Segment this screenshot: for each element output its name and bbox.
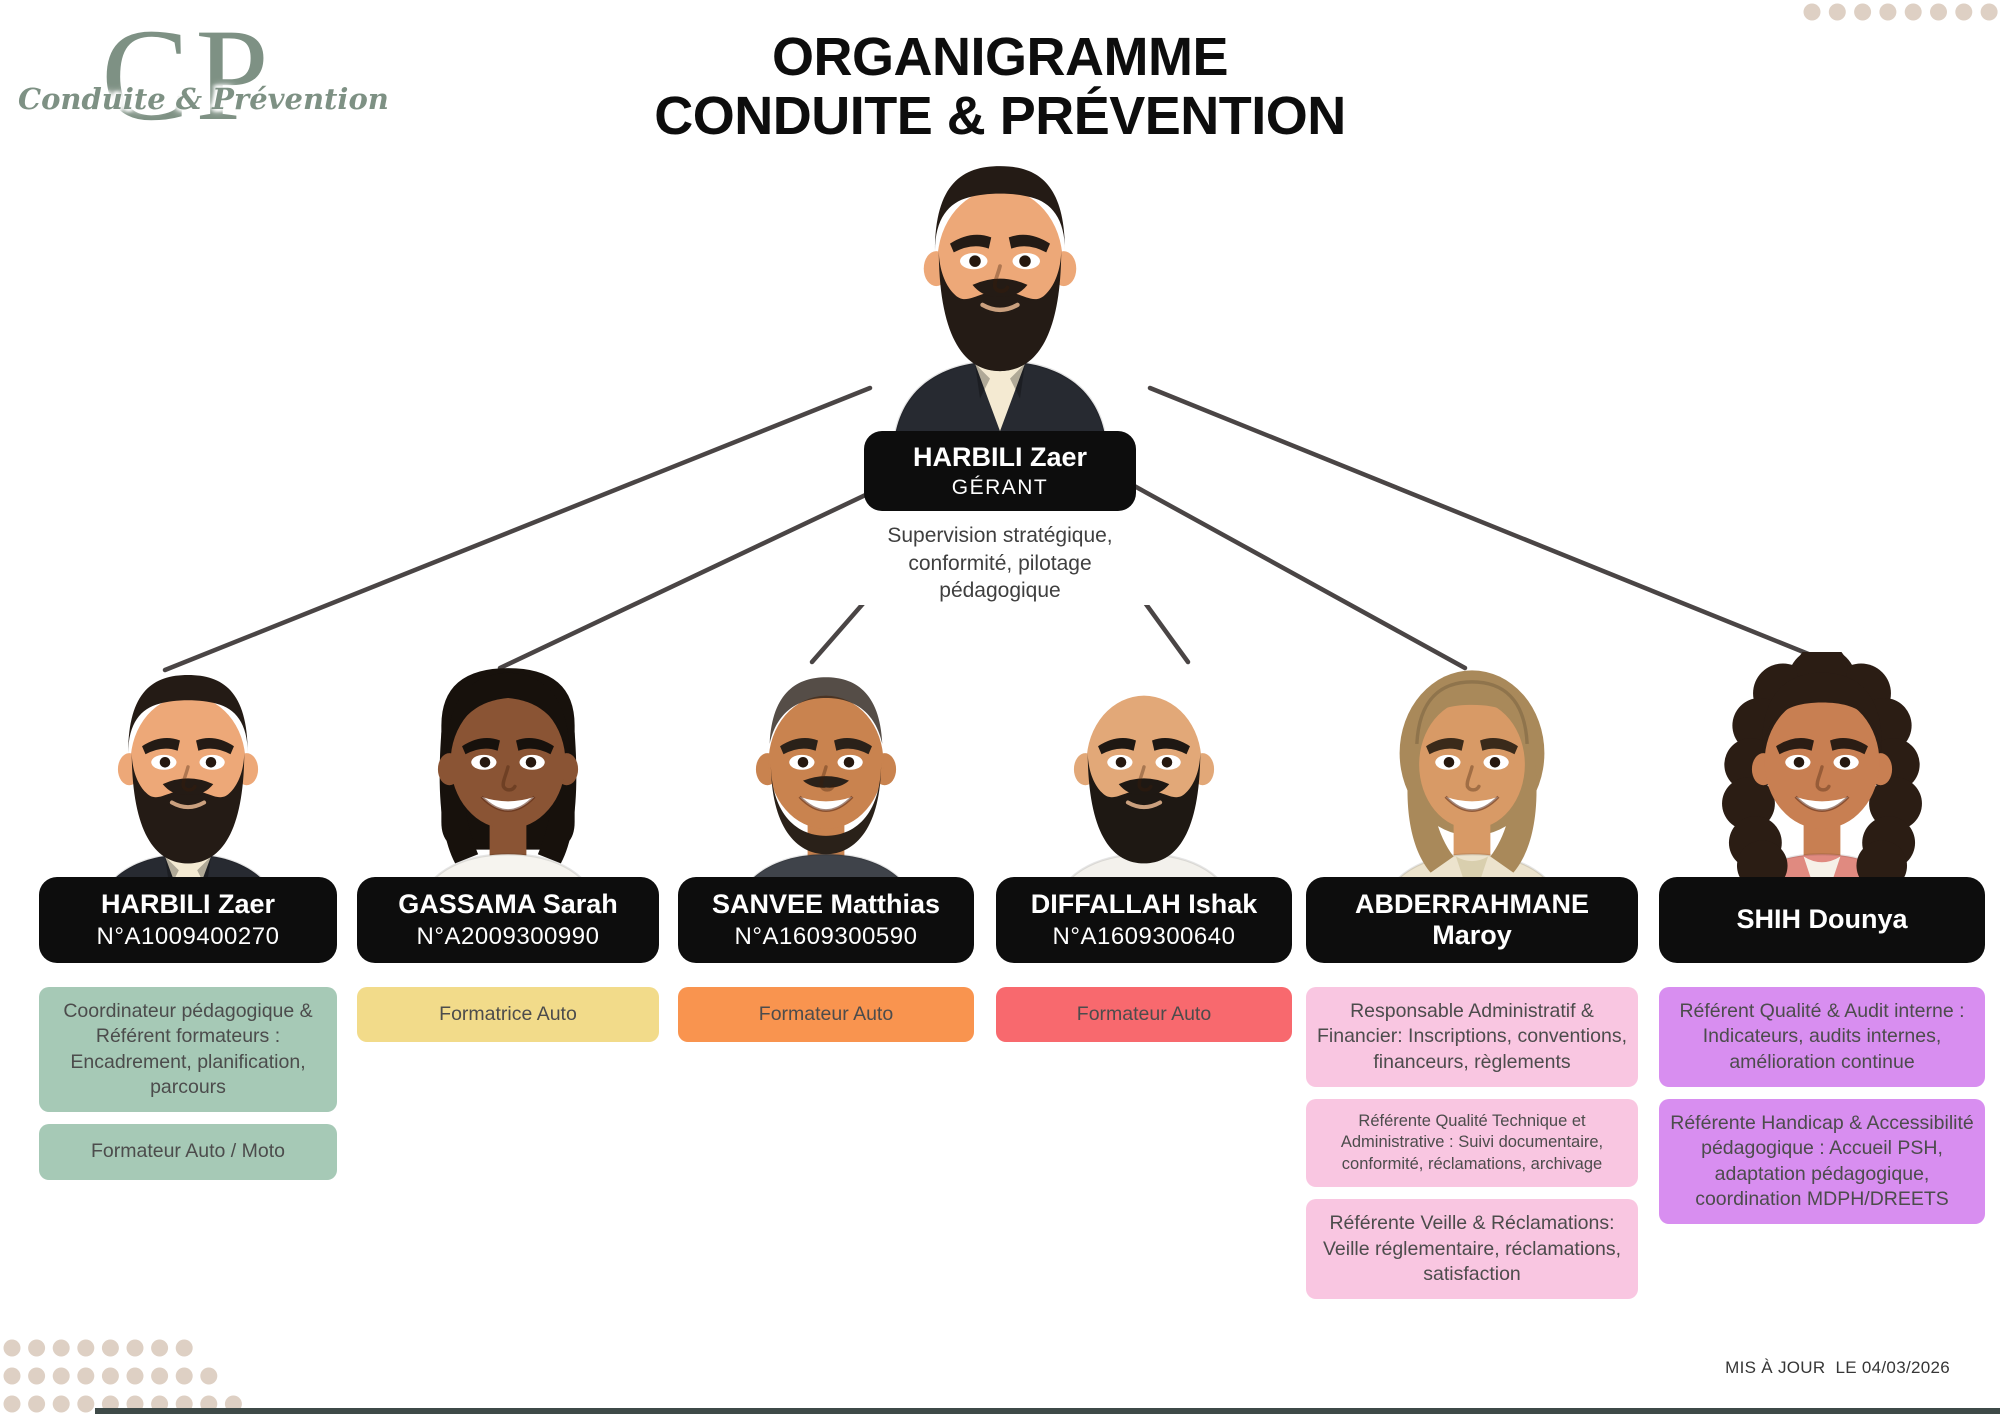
person-name: ABDERRAHMANE <box>1355 888 1589 919</box>
role-box: Référent Qualité & Audit interne : Indic… <box>1659 987 1985 1088</box>
role-box: Référente Qualité Technique et Administr… <box>1306 1099 1638 1188</box>
portrait-gassama-sarah <box>393 652 623 924</box>
page-title: ORGANIGRAMME CONDUITE & PRÉVENTION <box>0 27 2000 147</box>
role-box: Formateur Auto <box>678 987 974 1043</box>
logo-monogram: CP <box>101 1 275 148</box>
person-number: N°A1609300640 <box>1052 923 1236 951</box>
role-box: Formateur Auto <box>996 987 1292 1043</box>
person-roles: Formateur Auto <box>996 987 1292 1043</box>
person-name-badge: SHIH Dounya <box>1659 877 1985 963</box>
person-number: N°A1609300590 <box>734 923 918 951</box>
person-name: SANVEE Matthias <box>711 888 941 919</box>
person-name-badge: SANVEE Matthias N°A1609300590 <box>678 877 974 963</box>
page-title-line2: CONDUITE & PRÉVENTION <box>654 86 1346 147</box>
role-box: Formatrice Auto <box>357 987 659 1043</box>
person-name: HARBILI Zaer <box>100 888 276 919</box>
root-person-name: HARBILI Zaer <box>912 441 1088 472</box>
person-name-badge: ABDERRAHMANE Maroy <box>1306 877 1638 963</box>
person-roles: Responsable Administratif & Financier: I… <box>1306 987 1638 1300</box>
root-person-badge: HARBILI Zaer GÉRANT <box>864 431 1136 511</box>
role-box: Référente Handicap & Accessibilité pédag… <box>1659 1099 1985 1225</box>
portrait-abderrahmane-maroy <box>1357 652 1587 924</box>
person-name-line2: Maroy <box>1432 920 1512 950</box>
role-box: Responsable Administratif & Financier: I… <box>1306 987 1638 1088</box>
person-name-badge: GASSAMA Sarah N°A2009300990 <box>357 877 659 963</box>
logo-script-text: Conduite & Prévention <box>18 82 389 116</box>
root-person-role: GÉRANT <box>951 476 1049 500</box>
person-name: SHIH Dounya <box>1736 904 1908 935</box>
person-number: N°A2009300990 <box>416 923 600 951</box>
person-roles: Formateur Auto <box>678 987 974 1043</box>
page-title-line1: ORGANIGRAMME <box>772 27 1228 87</box>
role-box: Formateur Auto / Moto <box>39 1124 337 1180</box>
root-person-description: Supervision stratégique, conformité, pil… <box>850 522 1150 606</box>
person-number: N°A1009400270 <box>96 923 280 951</box>
person-roles: Formatrice Auto <box>357 987 659 1043</box>
person-roles: Coordinateur pédagogique & Référent form… <box>39 987 337 1180</box>
person-name: DIFFALLAH Ishak <box>1030 888 1258 919</box>
person-name-badge: DIFFALLAH Ishak N°A1609300640 <box>996 877 1292 963</box>
role-box: Référente Veille & Réclamations: Veille … <box>1306 1199 1638 1300</box>
root-person-avatar <box>875 141 1125 437</box>
person-roles: Référent Qualité & Audit interne : Indic… <box>1659 987 1985 1225</box>
company-logo: CP Conduite & Prévention <box>18 2 389 166</box>
role-box: Coordinateur pédagogique & Référent form… <box>39 987 337 1113</box>
last-updated-text: MIS À JOUR LE 04/03/2026 <box>1725 1358 1950 1377</box>
person-name: GASSAMA Sarah <box>398 888 618 919</box>
person-name-badge: HARBILI Zaer N°A1009400270 <box>39 877 337 963</box>
bottom-accent-bar <box>95 1408 2000 1414</box>
